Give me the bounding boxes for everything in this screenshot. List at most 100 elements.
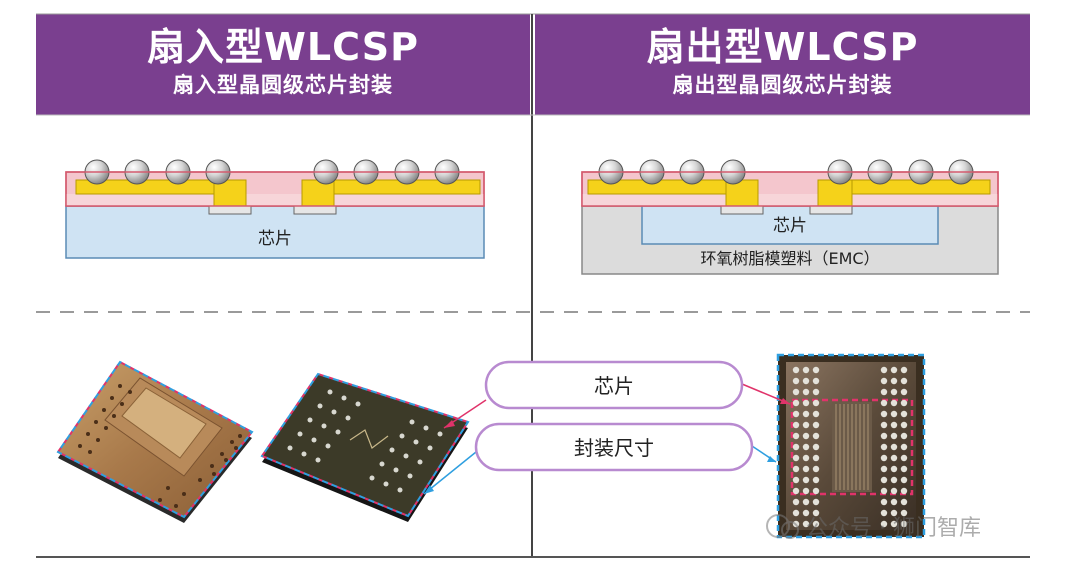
solder-ball <box>900 465 908 473</box>
chip-callout: 芯片 <box>443 360 791 429</box>
solder-ball <box>812 432 820 440</box>
solder-ball <box>900 366 908 374</box>
solder-ball <box>880 498 888 506</box>
solder-ball <box>880 509 888 517</box>
solder-ball <box>792 443 800 451</box>
solder-ball <box>812 454 820 462</box>
solder-ball <box>812 498 820 506</box>
solder-ball <box>812 366 820 374</box>
solder-ball <box>812 509 820 517</box>
solder-ball <box>890 476 898 484</box>
solder-ball <box>880 366 888 374</box>
solder-ball <box>802 520 810 528</box>
solder-ball <box>792 465 800 473</box>
fan-in-cross-section: 芯片 <box>65 159 485 259</box>
solder-ball <box>792 366 800 374</box>
solder-ball <box>802 498 810 506</box>
solder-ball <box>880 476 888 484</box>
solder-ball <box>792 432 800 440</box>
fan-in-package-photo-underside <box>56 360 254 523</box>
solder-ball <box>900 520 908 528</box>
watermark: 公众号 · 狮门智库 <box>766 514 981 541</box>
solder-ball <box>802 509 810 517</box>
solder-ball <box>812 399 820 407</box>
solder-ball <box>890 432 898 440</box>
solder-ball <box>890 366 898 374</box>
solder-ball <box>890 399 898 407</box>
solder-ball <box>792 399 800 407</box>
solder-ball <box>890 443 898 451</box>
wechat-icon <box>766 514 790 538</box>
solder-ball <box>880 421 888 429</box>
solder-ball <box>792 454 800 462</box>
fan-out-header: 扇出型WLCSP 扇出型晶圆级芯片封装 <box>535 14 1030 115</box>
solder-ball <box>812 377 820 385</box>
solder-ball <box>802 476 810 484</box>
fan-in-header: 扇入型WLCSP 扇入型晶圆级芯片封装 <box>36 14 530 115</box>
solder-ball <box>900 421 908 429</box>
solder-ball <box>890 487 898 495</box>
solder-ball <box>792 476 800 484</box>
solder-ball <box>890 509 898 517</box>
solder-ball <box>890 498 898 506</box>
solder-ball <box>890 454 898 462</box>
solder-ball <box>880 443 888 451</box>
solder-ball <box>812 487 820 495</box>
solder-ball <box>792 388 800 396</box>
fan-out-chip-label: 芯片 <box>773 216 807 236</box>
solder-ball <box>900 454 908 462</box>
solder-ball <box>890 410 898 418</box>
solder-ball <box>880 410 888 418</box>
solder-ball <box>900 487 908 495</box>
solder-ball <box>900 410 908 418</box>
fan-out-subtitle: 扇出型晶圆级芯片封装 <box>672 73 893 97</box>
solder-ball <box>880 465 888 473</box>
solder-ball <box>880 388 888 396</box>
solder-ball <box>900 476 908 484</box>
solder-ball <box>812 410 820 418</box>
fan-out-package-photo <box>776 353 926 539</box>
chip-callout-bubble <box>484 360 744 410</box>
solder-ball <box>812 476 820 484</box>
solder-ball <box>802 388 810 396</box>
watermark-text: 公众号 · 狮门智库 <box>806 516 981 541</box>
solder-ball <box>880 487 888 495</box>
solder-ball <box>792 509 800 517</box>
fan-in-title: 扇入型WLCSP <box>147 25 419 69</box>
solder-ball <box>880 454 888 462</box>
fan-out-right-pad <box>809 205 853 215</box>
solder-ball <box>900 509 908 517</box>
solder-ball <box>890 388 898 396</box>
solder-ball <box>812 388 820 396</box>
package-size-callout-label: 封装尺寸 <box>574 436 654 460</box>
solder-ball <box>792 498 800 506</box>
solder-ball <box>802 487 810 495</box>
solder-ball <box>802 454 810 462</box>
fan-in-subtitle: 扇入型晶圆级芯片封装 <box>173 73 393 97</box>
solder-ball <box>900 432 908 440</box>
solder-ball <box>802 443 810 451</box>
solder-ball <box>880 520 888 528</box>
fan-out-title: 扇出型WLCSP <box>646 25 919 69</box>
solder-ball <box>812 465 820 473</box>
fan-out-cross-section: 芯片 环氧树脂模塑料（EMC） <box>581 159 999 275</box>
solder-ball <box>792 410 800 418</box>
fan-out-ball-array <box>792 366 908 528</box>
emc-label: 环氧树脂模塑料（EMC） <box>700 249 879 268</box>
fan-in-right-pad <box>293 205 337 215</box>
solder-ball <box>900 443 908 451</box>
solder-ball <box>890 465 898 473</box>
solder-ball <box>802 366 810 374</box>
solder-ball <box>792 487 800 495</box>
solder-ball <box>880 399 888 407</box>
solder-ball <box>900 399 908 407</box>
solder-ball <box>802 432 810 440</box>
fan-in-chip-label: 芯片 <box>258 229 292 249</box>
fan-out-chip-body <box>641 205 939 245</box>
solder-ball <box>890 520 898 528</box>
package-size-callout-bubble <box>474 422 754 472</box>
solder-ball <box>900 388 908 396</box>
solder-ball <box>880 432 888 440</box>
